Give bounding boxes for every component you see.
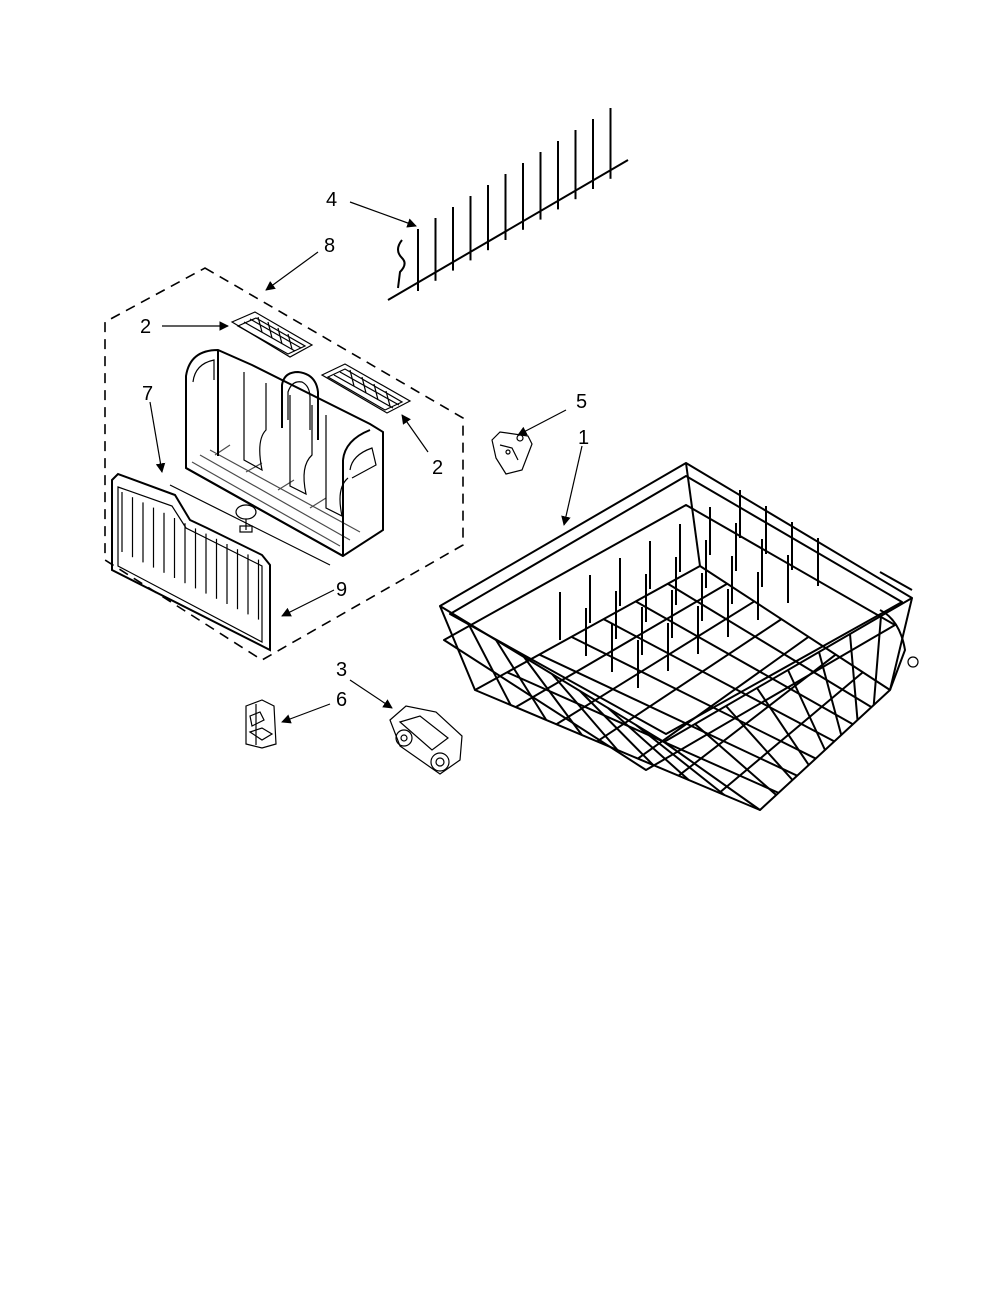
part-5-rack-bumper — [491, 431, 533, 475]
callout-8: 8 — [324, 235, 335, 257]
part-2-basket-cover-right — [320, 363, 412, 414]
part-1-lower-rack — [439, 462, 919, 811]
part-7-basket-hinge — [169, 484, 331, 566]
callout-9: 9 — [336, 579, 347, 601]
part-6-clip — [245, 699, 277, 749]
callout-2-top: 2 — [140, 316, 151, 338]
part-9-basket-lid — [111, 472, 271, 652]
part-2-basket-cover-left — [230, 311, 314, 358]
part-8-silverware-basket — [185, 348, 384, 558]
callout-6: 6 — [336, 689, 347, 711]
callout-3: 3 — [336, 659, 347, 681]
part-4-tine-row — [387, 108, 629, 301]
basket-assembly-boundary — [104, 267, 464, 661]
callout-labels: 1 2 2 3 4 5 6 7 8 9 — [140, 189, 589, 711]
part-3-roller-assembly — [389, 705, 463, 775]
callout-2-right: 2 — [432, 457, 443, 479]
callout-4: 4 — [326, 189, 337, 211]
leader-lines — [149, 201, 583, 724]
callout-1: 1 — [578, 427, 589, 449]
callout-7: 7 — [142, 383, 153, 405]
callout-5: 5 — [576, 391, 587, 413]
